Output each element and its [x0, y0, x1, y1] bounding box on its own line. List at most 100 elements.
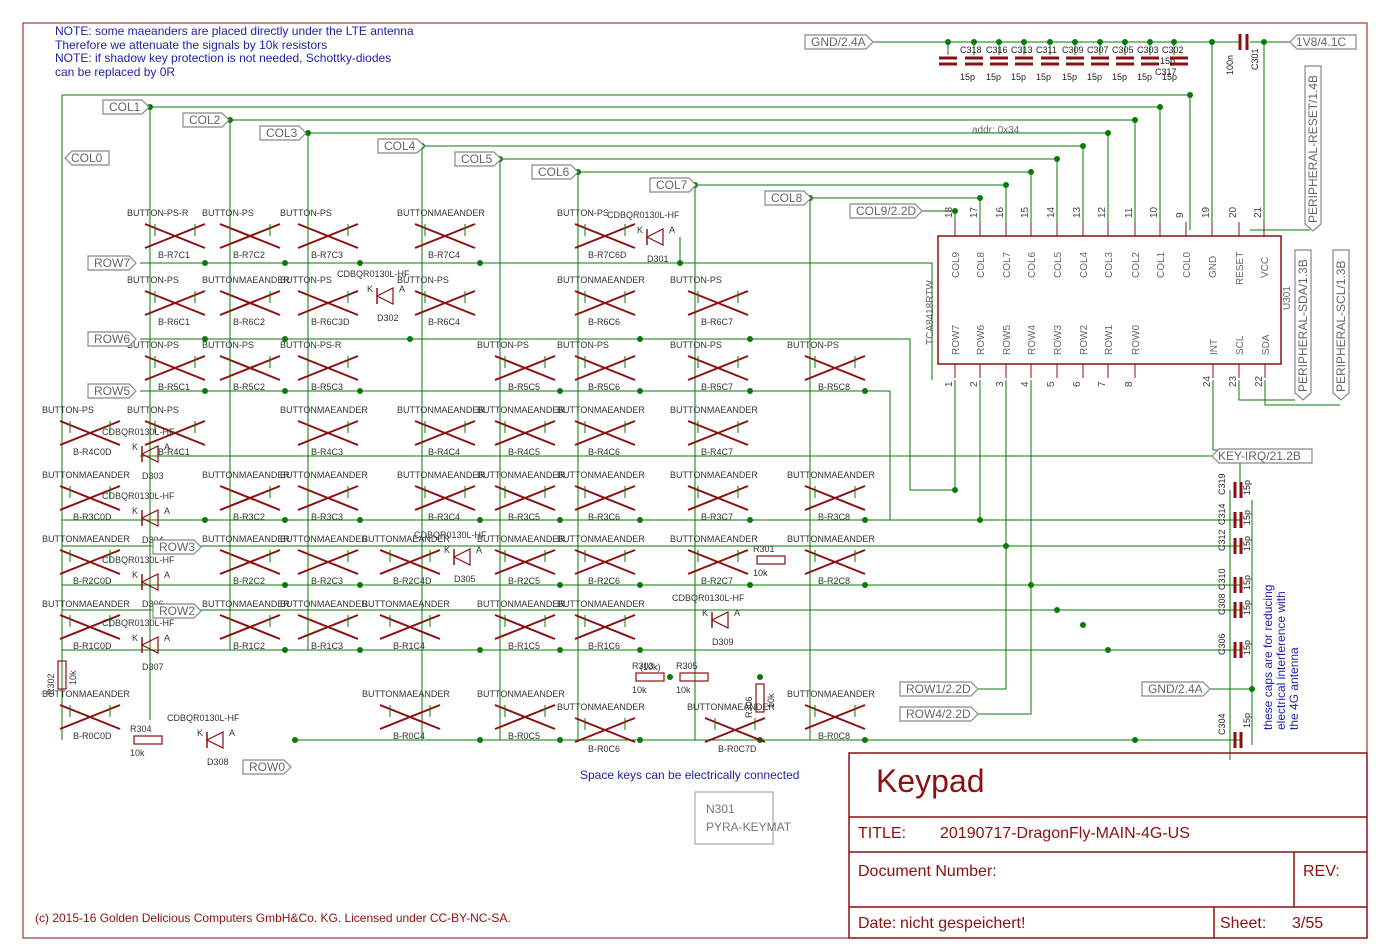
junction-dot [282, 582, 288, 588]
ic-pin-number: 24 [1202, 375, 1213, 387]
junction-dot [292, 737, 298, 743]
button-type: BUTTON-PS [127, 405, 179, 415]
button-type: BUTTONMAEANDER [557, 534, 645, 544]
button-type: BUTTONMAEANDER [397, 470, 485, 480]
junction-dot [945, 39, 951, 45]
cap-value: 15p [1036, 72, 1051, 82]
ic-pin-number: 16 [995, 206, 1006, 218]
net-label-text: ROW2 [159, 604, 195, 618]
ic-part: TCA8418RTW [925, 280, 936, 345]
button-ref: B-R5C8 [818, 382, 850, 392]
button-b-r6c3d: BUTTON-PSB-R6C3D [280, 275, 359, 327]
net-label-text: 1V8/4.1C [1296, 35, 1346, 49]
ic-pin-label: ROW7 [951, 325, 962, 355]
cap-ref: C310 [1217, 568, 1227, 590]
cap-value: 15p [1011, 72, 1026, 82]
button-ref: B-R2C2 [233, 576, 265, 586]
diode-k: K [702, 608, 708, 618]
c317-ref: C317 [1155, 67, 1177, 77]
button-type: BUTTONMAEANDER [202, 599, 290, 609]
net-label-col2: COL2 [182, 112, 230, 128]
junction-dot [1132, 117, 1138, 123]
diode-k: K [132, 442, 138, 452]
junction-dot [282, 647, 288, 653]
junction-dot [1105, 647, 1111, 653]
net-label-text: GND/2.4A [811, 35, 866, 49]
button-b-r3c7: BUTTONMAEANDER B-R3C7 [670, 470, 758, 522]
button-ref: B-R3C7 [701, 512, 733, 522]
cap-ref: C303 [1137, 45, 1159, 55]
button-type: BUTTONMAEANDER [280, 470, 368, 480]
junction-dot [1097, 39, 1103, 45]
junction-dot [1122, 39, 1128, 45]
diode-ref: D307 [142, 662, 164, 672]
button-type: BUTTONMAEANDER [280, 599, 368, 609]
ic-pin-number: 17 [969, 206, 980, 218]
junction-dot [952, 208, 958, 214]
junction-dot [1132, 737, 1138, 743]
net-label-col8: COL8 [764, 190, 812, 206]
resistor-ref: R303 [632, 661, 654, 671]
button-ref: B-R4C6 [588, 447, 620, 457]
cap-value: 15p [1242, 510, 1252, 525]
junction-dot [477, 517, 483, 523]
top-capacitors: C31815pC31615pC31315pC31115pC30915pC3071… [939, 45, 1188, 82]
resistor-value: 10k [753, 568, 768, 578]
cap-ref: C307 [1087, 45, 1109, 55]
ic-pin-label: COL6 [1027, 251, 1038, 278]
cap-ref: C314 [1217, 503, 1227, 525]
net-label-col4: COL4 [377, 138, 425, 154]
net-label-gnd-top: GND/2.4A [804, 34, 874, 50]
cap-c314: C314 15p [1217, 503, 1252, 528]
resistor-value: 10k [68, 670, 78, 685]
button-type: BUTTONMAEANDER [670, 470, 758, 480]
junction-dot [357, 388, 363, 394]
diode-part: CDBQR0130L-HF [672, 593, 745, 603]
resistor-value: 10k [676, 685, 691, 695]
button-ref: B-R4C4 [428, 447, 460, 457]
button-b-r5c8: BUTTON-PSB-R5C8 [787, 340, 866, 392]
junction-dot [1157, 104, 1163, 110]
net-label-text: COL8 [771, 191, 803, 205]
junction-dot [557, 582, 563, 588]
ic-pin-number: 21 [1253, 206, 1264, 218]
diode-ref: D303 [142, 471, 164, 481]
net-label-text: COL0 [71, 151, 103, 165]
note-line-1: NOTE: some maeanders are placed directly… [55, 24, 414, 38]
junction-dot [202, 260, 208, 266]
keymat-part: PYRA-KEYMAT [706, 820, 792, 834]
button-type: BUTTONMAEANDER [787, 470, 875, 480]
net-label-text: COL3 [266, 126, 298, 140]
net-label-text: COL1 [109, 100, 141, 114]
cap-ref: C308 [1217, 593, 1227, 615]
button-ref: B-R0C6 [588, 744, 620, 754]
diode-a: A [476, 545, 482, 555]
button-type: BUTTONMAEANDER [362, 599, 450, 609]
button-type: BUTTONMAEANDER [202, 534, 290, 544]
ic-pin-label: COL0 [1182, 251, 1193, 278]
button-type: BUTTONMAEANDER [787, 689, 875, 699]
button-type: BUTTON-PS [670, 275, 722, 285]
button-type: BUTTONMAEANDER [477, 470, 565, 480]
resistor-ref: R302 [46, 673, 56, 695]
net-label-text: COL9/2.2D [856, 204, 916, 218]
net-label-text: PERIPHERAL-RESET/1.4B [1306, 75, 1320, 223]
diode-k: K [444, 545, 450, 555]
diode-part: CDBQR0130L-HF [102, 491, 175, 501]
ic-pin-number: 15 [1020, 206, 1031, 218]
ic-pin-number: 20 [1228, 206, 1239, 218]
